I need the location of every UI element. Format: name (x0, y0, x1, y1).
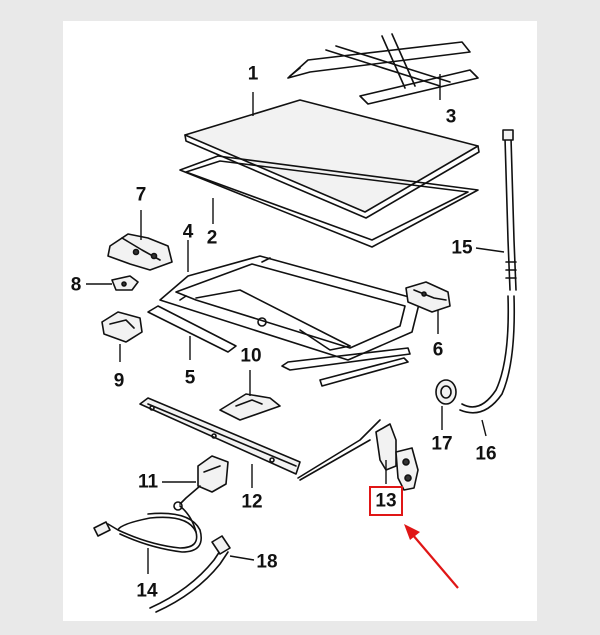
part-7-bracket (107, 233, 173, 271)
part-10-deflector-bracket (219, 393, 281, 421)
callout-13: 13 (375, 490, 397, 512)
callout-14: 14 (136, 580, 158, 602)
part-6-rear-bracket (405, 281, 451, 313)
part-13-hinge-bracket (375, 423, 419, 491)
callout-8: 8 (70, 274, 82, 296)
roof-outline (297, 419, 381, 481)
part-14-harness (93, 505, 202, 553)
callout-18: 18 (256, 551, 278, 573)
callout-6: 6 (432, 339, 444, 361)
part-15-drain-tube (502, 129, 517, 291)
callout-15: 15 (451, 237, 473, 259)
callout-10: 10 (240, 345, 262, 367)
part-5-drain-strip (147, 305, 237, 353)
part-9-latch (101, 311, 143, 343)
part-12-rail (139, 397, 301, 475)
part-3-sunshade-straps (287, 33, 479, 105)
part-rear-strip (281, 347, 411, 387)
part-2-seal (179, 155, 479, 248)
red-pointer-arrow (404, 524, 459, 589)
part-1-glass-panel (184, 99, 480, 219)
callout-13-highlight-box (369, 486, 403, 516)
callout-5: 5 (184, 367, 196, 389)
callout-16: 16 (475, 443, 497, 465)
callout-17: 17 (431, 433, 453, 455)
callout-3: 3 (445, 106, 457, 128)
callout-7: 7 (135, 184, 147, 206)
part-17-grommet (435, 379, 457, 405)
callout-11: 11 (137, 471, 159, 493)
part-8-clip (111, 275, 139, 291)
leader-lines (86, 74, 505, 574)
part-18-hose (149, 535, 231, 613)
part-16-drain-tube-lower (459, 295, 516, 414)
callout-4: 4 (182, 221, 194, 243)
part-11-switch (173, 455, 229, 511)
part-4-frame (159, 255, 421, 361)
callout-12: 12 (241, 491, 263, 513)
callout-2: 2 (206, 227, 218, 249)
callout-9: 9 (113, 370, 125, 392)
callout-1: 1 (247, 63, 259, 85)
